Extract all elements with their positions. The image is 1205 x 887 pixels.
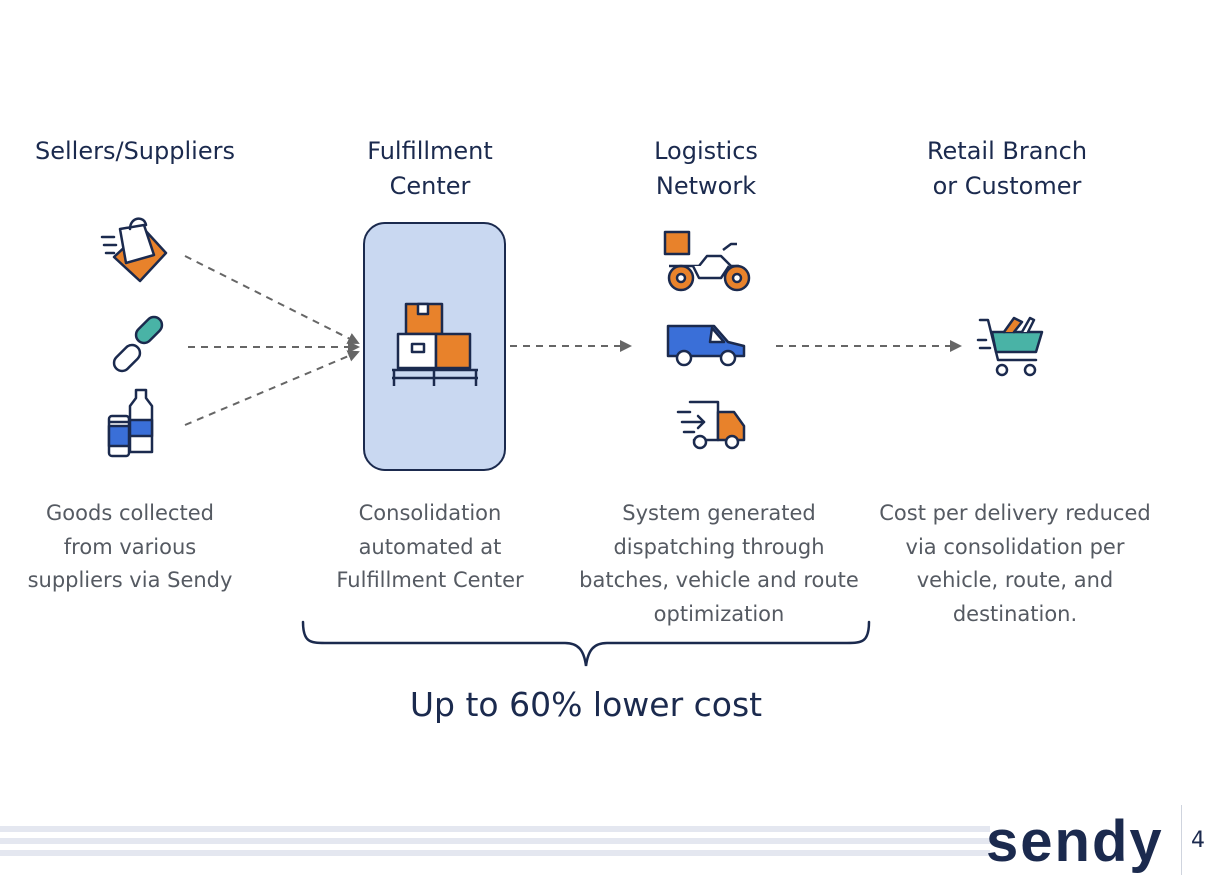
column-title-fulfillment: Fulfillment Center	[367, 137, 493, 200]
cost-savings-label: Up to 60% lower cost	[409, 685, 763, 724]
column-desc-sellers: Goods collected from various suppliers v…	[27, 501, 233, 592]
fast-delivery-truck-icon	[676, 400, 746, 450]
sendy-logo: sendy	[986, 809, 1164, 874]
shopping-bag-icon	[100, 217, 168, 283]
page-separator	[1181, 805, 1182, 875]
motorbike-delivery-icon	[663, 230, 751, 292]
arrow-bag-to-fc	[184, 255, 360, 344]
chain-link-icon	[112, 315, 164, 373]
shopping-cart-icon	[976, 316, 1044, 377]
column-desc-logistics: System generated dispatching through bat…	[579, 501, 859, 626]
stacked-boxes-pallet-icon	[392, 302, 478, 386]
column-title-logistics: Logistics Network	[654, 137, 758, 200]
arrow-bottles-to-fc	[184, 350, 360, 426]
beverage-bottles-icon	[107, 388, 154, 458]
column-desc-fulfillment: Consolidation automated at Fulfillment C…	[336, 501, 524, 592]
column-desc-destination: Cost per delivery reduced via consolidat…	[879, 501, 1151, 626]
column-title-sellers: Sellers/Suppliers	[35, 137, 235, 165]
footer-stripes	[0, 822, 1200, 882]
van-icon	[666, 324, 746, 367]
page-number: 4	[1191, 828, 1205, 853]
column-title-destination: Retail Branch or Customer	[926, 137, 1088, 200]
